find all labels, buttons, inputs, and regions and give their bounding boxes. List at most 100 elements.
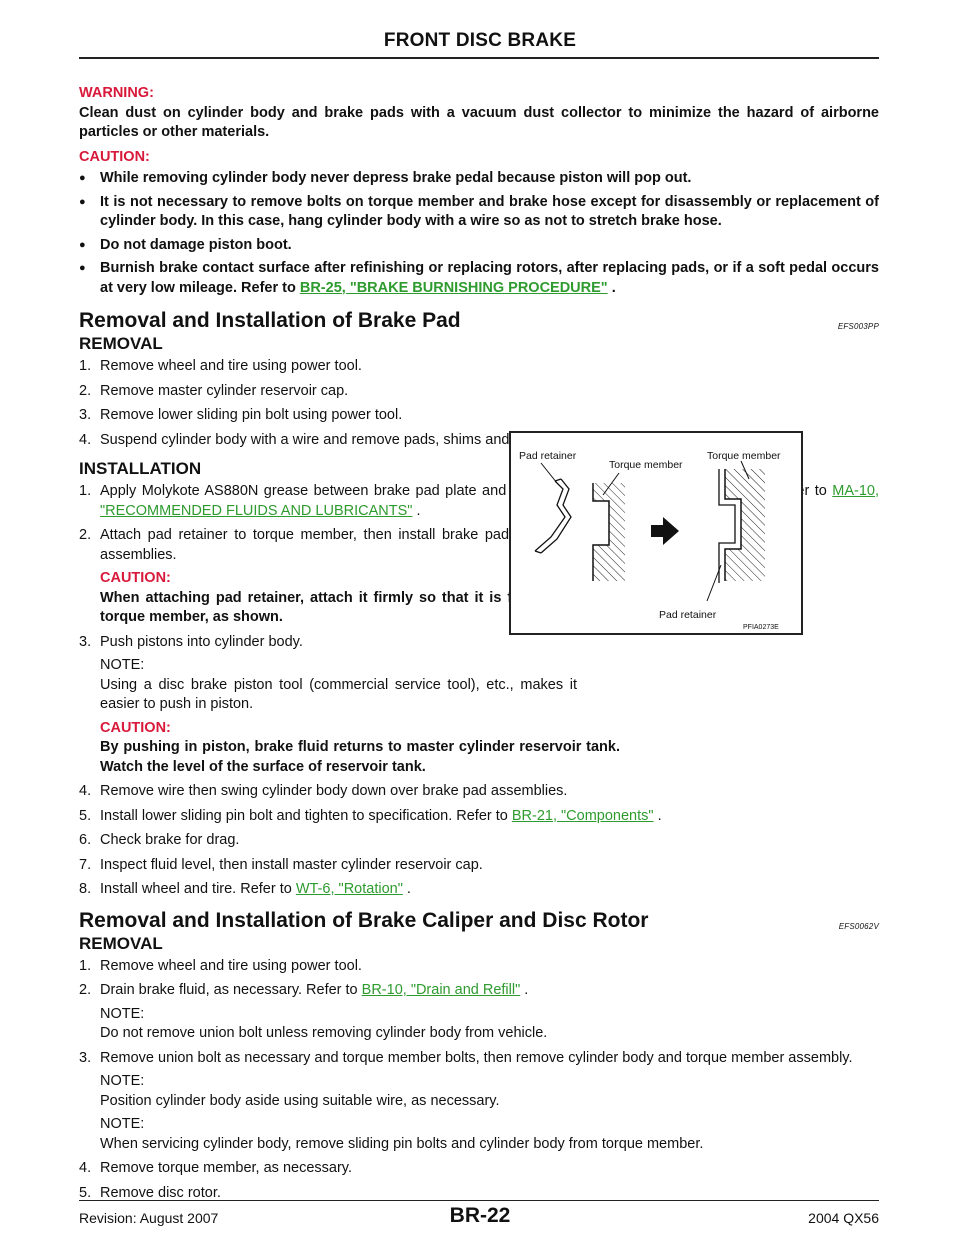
step-caution: CAUTION: When attaching pad retainer, at… bbox=[100, 569, 577, 628]
warning-text: Clean dust on cylinder body and brake pa… bbox=[79, 104, 879, 141]
rotation-link[interactable]: WT-6, "Rotation" bbox=[295, 881, 403, 897]
caution-item: It is not necessary to remove bolts on t… bbox=[79, 193, 879, 232]
warning-label: WARNING: bbox=[79, 85, 154, 101]
step-number: 1. bbox=[79, 957, 92, 974]
step-text: Remove wheel and tire using power tool. bbox=[100, 957, 362, 974]
fluids-lubricants-link[interactable]: MA-10, "RECOMMENDED FLUIDS AND LUBRICANT… bbox=[100, 483, 879, 519]
step-text: Push pistons into cylinder body. bbox=[100, 633, 303, 650]
header-rule bbox=[79, 57, 879, 59]
step-number: 2. bbox=[79, 382, 92, 399]
footer-model: 2004 QX56 bbox=[808, 1210, 879, 1226]
caution-block: CAUTION: While removing cylinder body ne… bbox=[79, 148, 879, 299]
figure-label-pad-retainer: Pad retainer bbox=[659, 609, 717, 621]
step-number: 1. bbox=[79, 358, 92, 374]
burnishing-procedure-link[interactable]: BR-25, "BRAKE BURNISHING PROCEDURE" bbox=[299, 279, 608, 296]
step-number: 3. bbox=[79, 633, 92, 650]
subsection-installation: INSTALLATION bbox=[79, 459, 202, 478]
step-note: NOTE: Using a disc brake piston tool (co… bbox=[100, 656, 577, 715]
pad-installation-steps: 1.Apply Molykote AS880N grease between b… bbox=[79, 482, 879, 900]
figure-label-torque-member: Torque member bbox=[707, 450, 781, 462]
step-number: 5. bbox=[79, 807, 92, 824]
caution-label: CAUTION: bbox=[100, 570, 171, 586]
step-number: 2. bbox=[79, 527, 92, 543]
document-body: WARNING: Clean dust on cylinder body and… bbox=[79, 84, 879, 1208]
caution-item: While removing cylinder body never depre… bbox=[79, 169, 879, 189]
note-text: Position cylinder body aside using suita… bbox=[100, 1092, 500, 1109]
torque-member-shape bbox=[592, 472, 625, 581]
step-text: Check brake for drag. bbox=[100, 832, 240, 848]
pad-retainer-diagram: Pad retainer Torque member Torque member… bbox=[519, 450, 781, 631]
step-text: Remove master cylinder reservoir cap. bbox=[100, 382, 349, 399]
step-number: 7. bbox=[79, 856, 92, 873]
step-number: 8. bbox=[79, 881, 92, 897]
step-end: . bbox=[412, 502, 421, 519]
step-end: . bbox=[520, 982, 529, 998]
section-title-text: Removal and Installation of Brake Calipe… bbox=[79, 908, 649, 932]
step-text: Remove wheel and tire using power tool. bbox=[100, 358, 362, 374]
list-item: 1. Remove wheel and tire using power tool… bbox=[79, 957, 879, 977]
step-text: Remove lower sliding pin bolt using powe… bbox=[100, 407, 403, 423]
note-label: NOTE: bbox=[100, 1073, 145, 1089]
step-text: Drain brake fluid, as necessary. Refer t… bbox=[100, 982, 362, 998]
step-number: 3. bbox=[79, 1049, 92, 1066]
step-text: Remove disc rotor. bbox=[100, 1184, 221, 1201]
footer-revision: Revision: August 2007 bbox=[79, 1210, 219, 1226]
warning-block: WARNING: Clean dust on cylinder body and… bbox=[79, 84, 879, 143]
step-number: 4. bbox=[79, 1160, 92, 1176]
section-code: EFS0062V bbox=[838, 921, 879, 931]
step-end: . bbox=[653, 807, 662, 824]
list-item: 3. Push pistons into cylinder body. NOTE:… bbox=[79, 633, 879, 778]
figure-label-pad-retainer: Pad retainer bbox=[519, 450, 577, 462]
list-item: 3. Remove lower sliding pin bolt using po… bbox=[79, 406, 879, 426]
caliper-removal-steps: 1. Remove wheel and tire using power tool… bbox=[79, 957, 879, 1204]
drain-refill-link[interactable]: BR-10, "Drain and Refill" bbox=[361, 982, 521, 998]
section-code: EFS003PP bbox=[837, 322, 879, 331]
note-text: Do not remove union bolt unless removing… bbox=[100, 1025, 548, 1041]
footer-rule bbox=[79, 1200, 879, 1201]
section-title-brake-pad: Removal and Installation of Brake Pad EF… bbox=[79, 309, 879, 333]
caution-item-text: Burnish brake contact surface after refi… bbox=[100, 260, 879, 296]
list-item: 8. Install wheel and tire. Refer to WT-6,… bbox=[79, 880, 879, 900]
caution-item: Burnish brake contact surface after refi… bbox=[79, 259, 879, 298]
figure-label-torque-member: Torque member bbox=[609, 459, 683, 471]
caution-list: While removing cylinder body never depre… bbox=[79, 169, 879, 298]
subsection-removal: REMOVAL bbox=[79, 334, 163, 353]
step-number: 4. bbox=[79, 431, 92, 448]
step-number: 3. bbox=[79, 407, 92, 423]
caution-item-end: . bbox=[607, 279, 616, 296]
step-text: Install lower sliding pin bolt and tight… bbox=[100, 807, 512, 824]
arrow-right-icon bbox=[651, 517, 679, 545]
step-text: Install wheel and tire. Refer to bbox=[100, 881, 296, 897]
step-number: 1. bbox=[79, 483, 92, 499]
step-note: NOTE: Position cylinder body aside using… bbox=[100, 1072, 879, 1111]
step-number: 2. bbox=[79, 982, 92, 998]
caution-label: CAUTION: bbox=[100, 719, 171, 736]
components-link[interactable]: BR-21, "Components" bbox=[511, 807, 654, 824]
step-text: Remove union bolt as necessary and torqu… bbox=[100, 1049, 853, 1066]
list-item: 2. Remove master cylinder reservoir cap. bbox=[79, 382, 879, 402]
footer-page-number: BR-22 bbox=[449, 1204, 511, 1227]
list-item: 2. Attach pad retainer to torque member, … bbox=[79, 526, 577, 628]
step-end: . bbox=[402, 881, 411, 897]
list-item: 3. Remove union bolt as necessary and tor… bbox=[79, 1049, 879, 1155]
list-item: 2. Drain brake fluid, as necessary. Refer… bbox=[79, 981, 879, 1044]
caution-label: CAUTION: bbox=[79, 148, 150, 165]
subsection-removal: REMOVAL bbox=[79, 933, 163, 953]
list-item: 5.Remove disc rotor. bbox=[79, 1184, 879, 1204]
caution-text: By pushing in piston, brake fluid return… bbox=[100, 739, 620, 775]
note-text: When servicing cylinder body, remove sli… bbox=[100, 1135, 704, 1152]
pad-retainer-figure: Pad retainer Torque member Torque member… bbox=[509, 431, 803, 635]
list-item: 6. Check brake for drag. bbox=[79, 831, 879, 851]
step-text: Inspect fluid level, then install master… bbox=[100, 856, 483, 873]
step-note: NOTE: When servicing cylinder body, remo… bbox=[100, 1115, 879, 1154]
step-note: NOTE: Do not remove union bolt unless re… bbox=[100, 1005, 879, 1044]
note-label: NOTE: bbox=[100, 657, 145, 673]
list-item: 4.Remove torque member, as necessary. bbox=[79, 1159, 879, 1179]
note-label: NOTE: bbox=[100, 1116, 145, 1132]
step-text: Attach pad retainer to torque member, th… bbox=[100, 527, 577, 563]
step-number: 6. bbox=[79, 832, 92, 848]
step-caution: CAUTION: By pushing in piston, brake flu… bbox=[100, 719, 879, 778]
list-item: 1. Remove wheel and tire using power tool… bbox=[79, 357, 879, 377]
list-item: 7. Inspect fluid level, then install mast… bbox=[79, 856, 879, 876]
page-title: FRONT DISC BRAKE bbox=[383, 30, 577, 51]
